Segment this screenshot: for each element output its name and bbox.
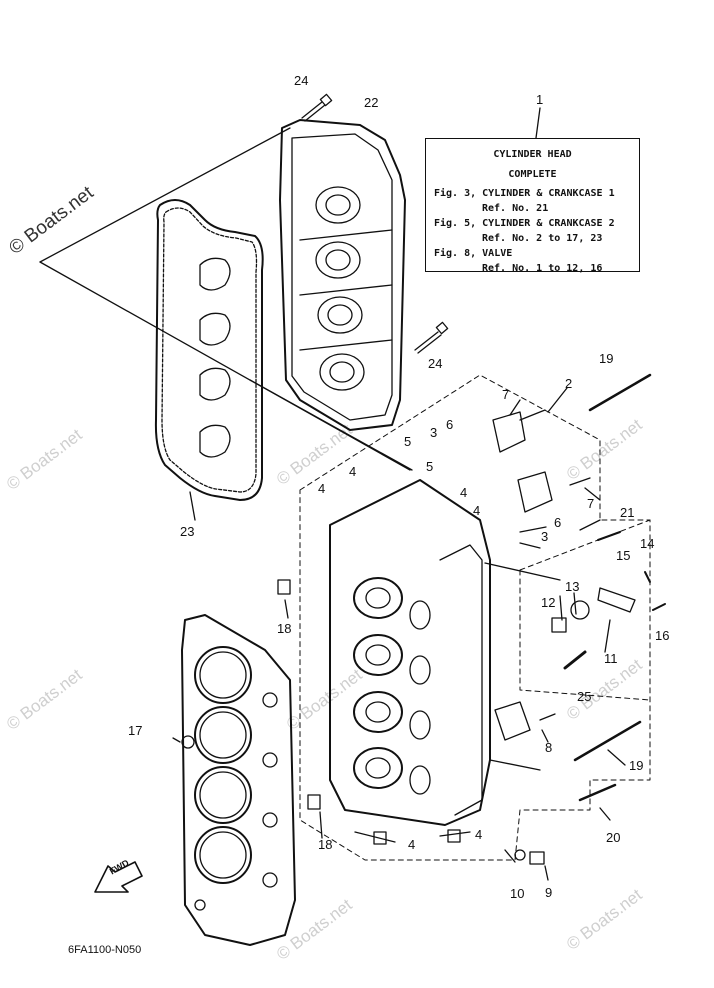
callout-11: 11 — [604, 651, 618, 666]
callout-10: 10 — [510, 886, 525, 901]
cover-bolt — [301, 93, 333, 122]
callout-22: 22 — [364, 95, 379, 110]
callout-20: 20 — [606, 830, 621, 845]
callout-3: 3 — [541, 529, 549, 544]
dowel-pin — [277, 579, 291, 595]
bracket — [494, 701, 531, 741]
drain-bolt — [529, 851, 545, 865]
bracket — [492, 411, 526, 453]
callout-17: 17 — [128, 723, 143, 738]
title-box: CYLINDER HEAD COMPLETE Fig. 3, CYLINDER … — [425, 138, 640, 274]
seal — [570, 600, 590, 620]
bolt — [578, 783, 617, 802]
box-line: COMPLETE — [508, 169, 557, 180]
callout-7: 7 — [587, 496, 595, 511]
callout-19: 19 — [629, 758, 644, 773]
callout-4: 4 — [473, 503, 481, 518]
callout-8: 8 — [545, 740, 553, 755]
dowel-pin — [307, 794, 321, 810]
callout-24: 24 — [428, 356, 443, 371]
plug — [551, 617, 567, 633]
box-line: CYLINDER HEAD — [493, 149, 572, 160]
callout-23: 23 — [180, 524, 195, 539]
box-line: Ref. No. 2 to 17, 23 — [482, 233, 603, 244]
callout-21: 21 — [620, 505, 635, 520]
box-line: Fig. 5, CYLINDER & CRANKCASE 2 — [434, 218, 615, 229]
callout-25: 25 — [577, 689, 592, 704]
callout-3: 3 — [430, 425, 438, 440]
callout-13: 13 — [565, 579, 580, 594]
box-line: Ref. No. 1 to 12, 16 — [482, 263, 603, 274]
box-line: Fig. 8, VALVE — [434, 248, 513, 259]
callout-9: 9 — [545, 885, 553, 900]
callout-6: 6 — [554, 515, 562, 530]
long-bolt — [573, 720, 642, 762]
drawing-code: 6FA1100-N050 — [68, 944, 142, 956]
callout-18: 18 — [318, 837, 333, 852]
head-gasket — [181, 614, 296, 946]
callout-4: 4 — [318, 481, 326, 496]
callout-2: 2 — [565, 376, 573, 391]
cover-bolt — [414, 321, 449, 354]
bracket — [517, 471, 553, 513]
callout-4: 4 — [460, 485, 468, 500]
box-line: Fig. 3, CYLINDER & CRANKCASE 1 — [434, 188, 615, 199]
callout-19: 19 — [599, 351, 614, 366]
callout-1: 1 — [536, 92, 544, 107]
callout-5: 5 — [426, 459, 434, 474]
callout-18: 18 — [277, 621, 292, 636]
long-bolt — [588, 373, 652, 412]
callout-5: 5 — [404, 434, 412, 449]
callout-16: 16 — [655, 628, 670, 643]
cover-gasket — [154, 199, 264, 501]
cylinder-head-cover — [279, 119, 406, 431]
callout-24: 24 — [294, 73, 309, 88]
fwd-arrow-icon — [94, 861, 143, 893]
callout-4: 4 — [475, 827, 483, 842]
callout-14: 14 — [640, 536, 655, 551]
callout-4: 4 — [349, 464, 357, 479]
callout-6: 6 — [446, 417, 454, 432]
callout-12: 12 — [541, 595, 556, 610]
sensor — [597, 587, 636, 613]
callout-15: 15 — [616, 548, 631, 563]
cylinder-head — [329, 479, 491, 826]
thermo-sensor — [563, 650, 587, 670]
callout-7: 7 — [502, 387, 510, 402]
box-line: Ref. No. 21 — [482, 203, 549, 214]
callout-4: 4 — [408, 837, 416, 852]
